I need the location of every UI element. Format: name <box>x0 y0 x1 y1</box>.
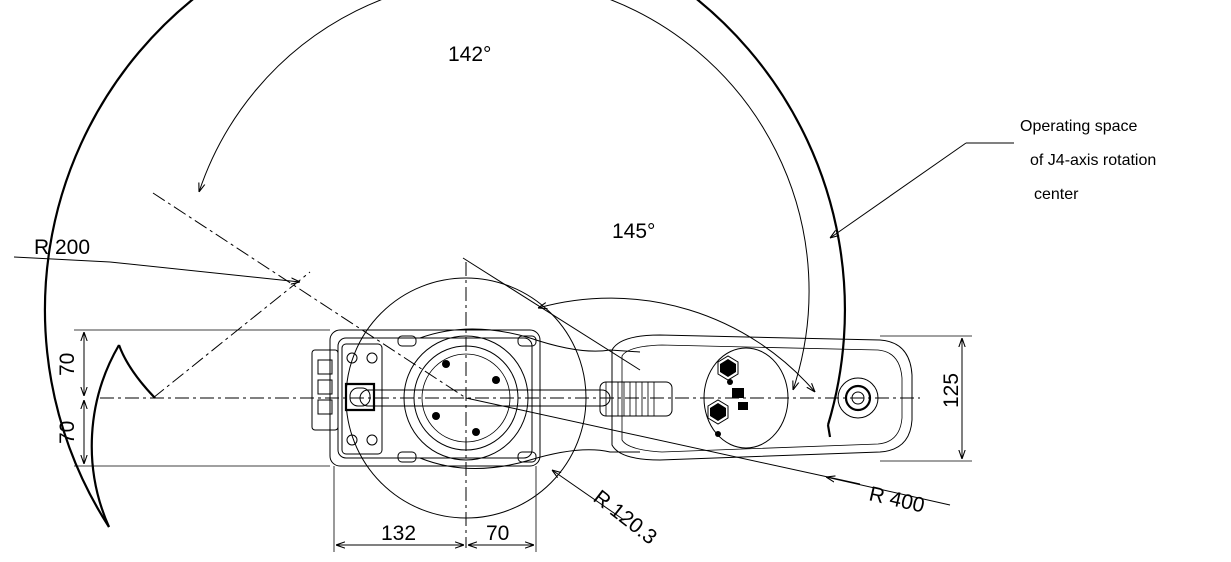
dim-125: 125 <box>940 373 963 408</box>
dim-132: 132 <box>381 522 416 545</box>
mounting-slot <box>397 451 417 463</box>
callout-line-3: center <box>1034 186 1079 203</box>
dimension-arm-width: 125 <box>880 335 972 462</box>
dim-70-lower: 70 <box>56 421 79 444</box>
bolt <box>442 360 450 368</box>
angle-142-label: 142° <box>448 43 491 66</box>
dimension-offset-left: 70 70 <box>56 329 330 467</box>
j4-spline-shaft <box>837 377 879 419</box>
bellows <box>599 381 673 417</box>
arm-1 <box>359 328 673 470</box>
workspace-envelope <box>43 0 847 528</box>
angle-145-label: 145° <box>612 220 655 243</box>
radius-callout-120: R 120.3 <box>552 470 661 549</box>
radius-120-label: R 120.3 <box>589 486 661 549</box>
radius-callout-200: R 200 <box>13 236 300 282</box>
bolt <box>492 376 500 384</box>
callout-line-1: Operating space <box>1020 118 1138 135</box>
connector-block <box>311 349 339 431</box>
operating-space-callout: Operating space of J4-axis rotation cent… <box>830 118 1156 238</box>
bolt <box>432 412 440 420</box>
radius-200-label: R 200 <box>34 236 90 259</box>
bolt <box>472 428 480 436</box>
mounting-slot <box>517 451 537 463</box>
dim-70-base: 70 <box>486 522 509 545</box>
radius-400-label: R 400 <box>867 482 927 517</box>
dim-70-upper: 70 <box>56 353 79 376</box>
inner-limit-arc-upper <box>117 344 156 399</box>
angle-dimension-142: 142° <box>199 0 810 390</box>
angle-dimension-145: 145° <box>462 220 815 392</box>
inner-limit-arc <box>90 344 120 528</box>
callout-line-2: of J4-axis rotation <box>1030 152 1156 169</box>
outer-reach-arc <box>43 0 847 528</box>
dimension-base-width: 132 70 <box>333 466 537 552</box>
